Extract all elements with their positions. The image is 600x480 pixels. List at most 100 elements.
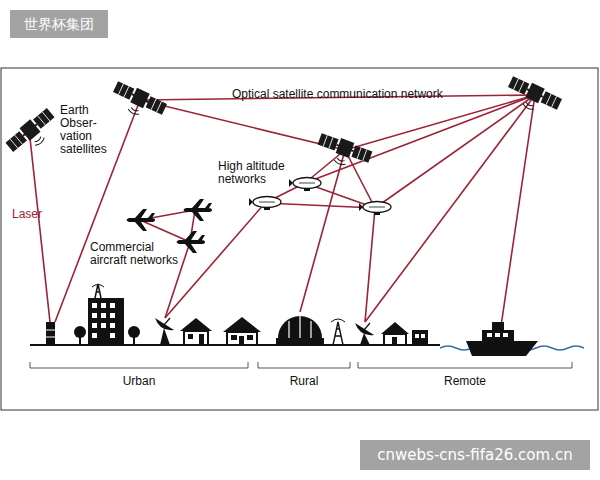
office-building-part xyxy=(110,323,115,328)
remote-bracket xyxy=(358,362,572,368)
earth-observation-satellite xyxy=(4,107,61,161)
satellite-dish xyxy=(355,323,374,345)
satellite-dish xyxy=(155,318,174,345)
office-building-part xyxy=(92,303,97,308)
observatory-part xyxy=(289,316,311,338)
office-building-part xyxy=(101,313,106,318)
laser-links-part xyxy=(365,208,375,322)
observatory xyxy=(276,316,324,345)
boat-part xyxy=(503,333,508,337)
laser-links-part xyxy=(375,95,535,208)
satellite-dish-part xyxy=(164,318,170,325)
satellite-label: Earth Obser- vation satellites xyxy=(60,104,116,156)
aircraft-icon xyxy=(177,231,206,253)
office-building-part xyxy=(110,313,115,318)
watermark: 世界杯集团 xyxy=(10,10,108,38)
boat-part xyxy=(466,341,538,356)
ground-features xyxy=(30,284,584,356)
house-part xyxy=(381,322,409,334)
laser-links-part xyxy=(30,138,50,322)
satellite xyxy=(108,79,168,124)
satellite-dish-part xyxy=(355,323,374,335)
laser-terminal-part xyxy=(46,330,55,331)
laser-terminal xyxy=(46,322,55,345)
network-title: Optical satellite communication network xyxy=(232,88,482,101)
laser-links-part xyxy=(165,203,265,318)
boat xyxy=(466,322,538,356)
office-building xyxy=(88,284,124,345)
aircraft-icon xyxy=(127,209,156,231)
laser-links-part xyxy=(140,100,345,150)
small-building xyxy=(412,330,428,345)
house-part xyxy=(239,336,244,345)
region-label: Rural xyxy=(254,375,354,388)
boat-part xyxy=(487,333,492,337)
airship xyxy=(289,178,321,192)
office-building-part xyxy=(92,285,104,288)
region-brackets xyxy=(30,362,572,368)
house xyxy=(381,322,409,345)
tree-part xyxy=(133,336,135,345)
satellite xyxy=(314,131,373,173)
laser-terminal-part xyxy=(46,322,55,345)
satellite-dish-part xyxy=(364,323,370,330)
house-part xyxy=(392,337,397,345)
boat-part xyxy=(492,322,504,330)
house-part xyxy=(231,335,237,340)
laser-links-part xyxy=(140,220,190,242)
house-part xyxy=(188,334,193,339)
office-building-part xyxy=(95,284,101,298)
house xyxy=(223,317,261,345)
office-building-part xyxy=(88,298,124,345)
laser-terminal-part xyxy=(46,337,55,338)
boat-part xyxy=(482,330,514,341)
airship xyxy=(359,202,391,216)
office-building-part xyxy=(110,333,115,338)
radio-mast-part xyxy=(333,322,343,345)
urban-bracket xyxy=(30,362,248,368)
house-part xyxy=(227,332,257,345)
diagram-frame xyxy=(1,68,598,410)
airships xyxy=(249,178,391,216)
satellite-dish-part xyxy=(360,333,370,345)
house-part xyxy=(184,331,208,345)
house-part xyxy=(247,335,253,340)
boat-part xyxy=(495,333,500,337)
small-building-part xyxy=(415,334,419,338)
tree xyxy=(128,326,140,345)
office-building-part xyxy=(92,313,97,318)
region-label: Urban xyxy=(89,375,189,388)
house-part xyxy=(199,334,204,345)
laser-label: Laser xyxy=(12,208,62,221)
satellite xyxy=(503,74,563,119)
small-building-part xyxy=(421,334,425,338)
laser-links-part xyxy=(300,150,345,312)
aircraft-label: Commercial aircraft networks xyxy=(90,241,186,267)
observatory-part xyxy=(278,316,322,338)
rural-bracket xyxy=(258,362,350,368)
laser-links-part xyxy=(55,100,140,322)
satellite-dish-part xyxy=(155,318,174,330)
region-label: Remote xyxy=(415,375,515,388)
house-part xyxy=(223,317,261,332)
tree xyxy=(74,326,86,345)
house xyxy=(180,318,212,345)
watermark: cnwebs-cns-fifa26.com.cn xyxy=(360,440,590,470)
house-part xyxy=(180,318,212,331)
office-building-part xyxy=(92,333,97,338)
laser-links-part xyxy=(345,95,535,150)
radio-mast xyxy=(331,319,345,345)
laser-links xyxy=(30,95,535,333)
laser-links-part xyxy=(265,203,375,208)
office-building-part xyxy=(110,303,115,308)
aircraft-icon xyxy=(184,199,213,221)
office-building-part xyxy=(101,303,106,308)
laser-links-part xyxy=(500,95,535,333)
house-part xyxy=(384,334,406,345)
satellites xyxy=(4,74,563,173)
observatory-part xyxy=(276,338,324,345)
tree-part xyxy=(79,336,81,345)
